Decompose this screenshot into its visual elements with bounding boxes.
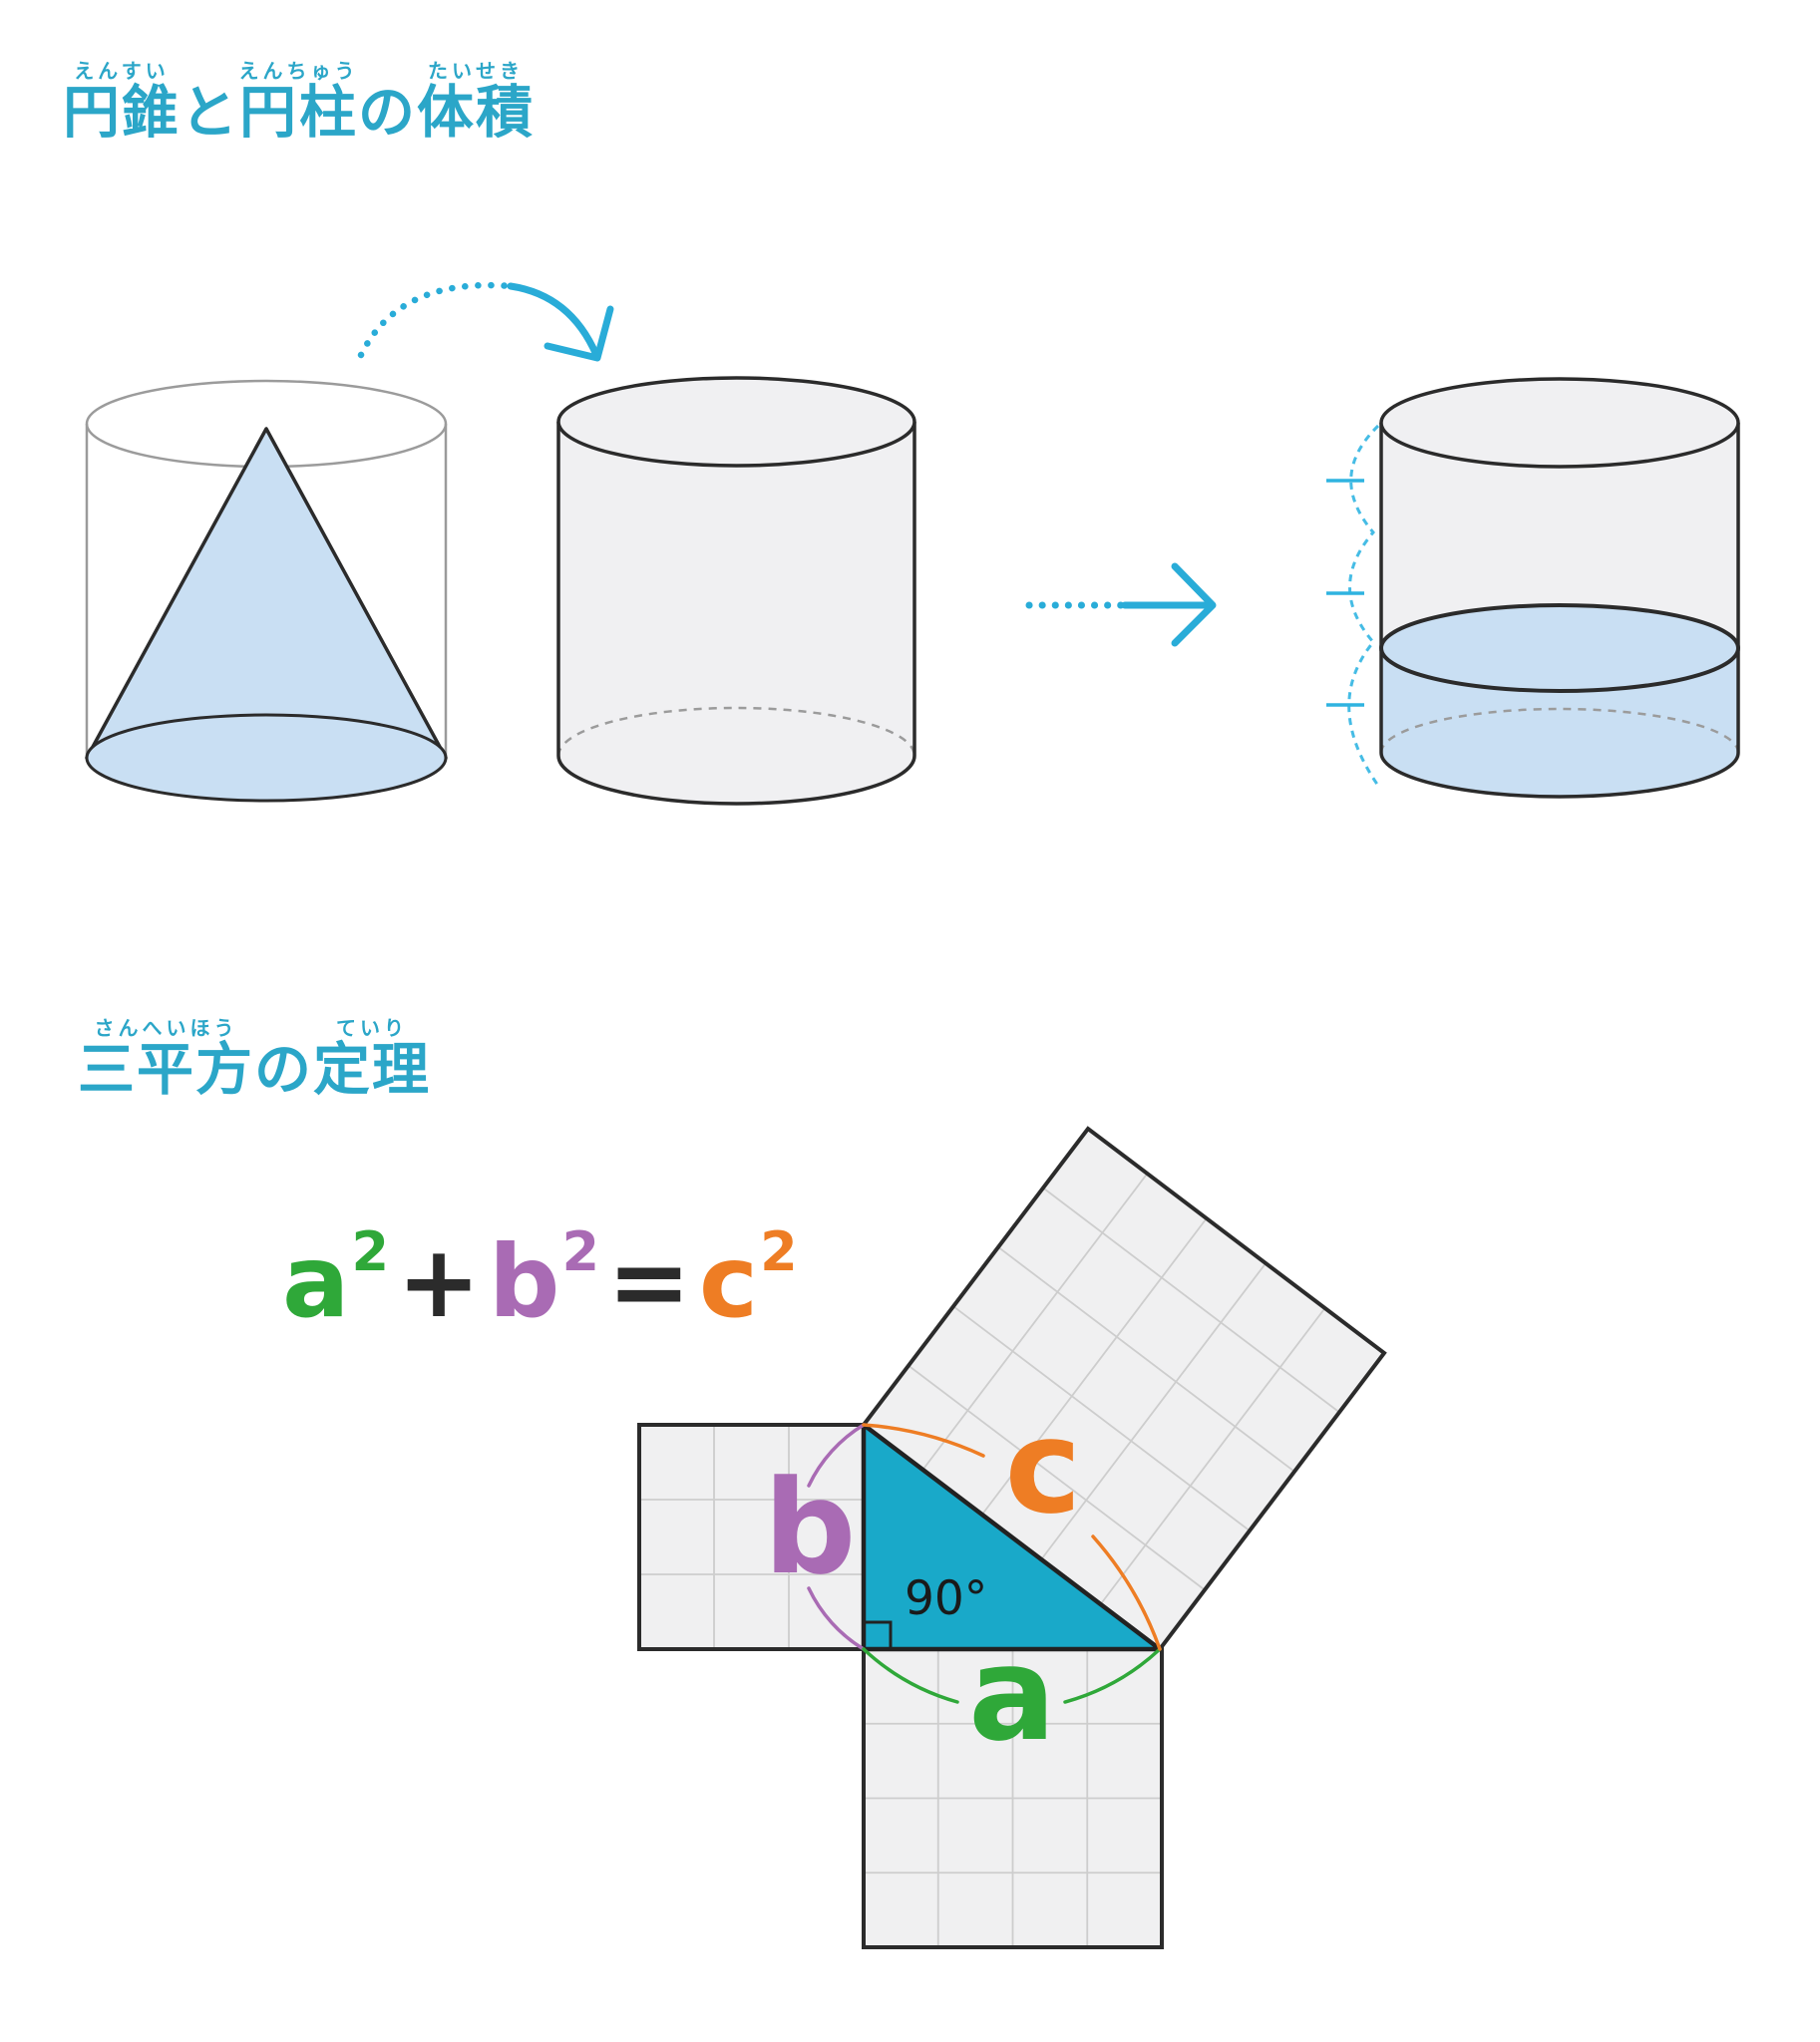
right-arrow-icon — [1025, 562, 1217, 647]
pythagoras-formula: a2+b2=c2 — [282, 1225, 798, 1332]
formula-plus: + — [397, 1223, 481, 1340]
side-label-b: b — [763, 1452, 856, 1603]
formula-equals: = — [607, 1223, 691, 1340]
c-square-fill — [864, 1129, 1384, 1649]
right-arrow-head — [1171, 562, 1217, 647]
cylinder-bottom-back-dashed — [1379, 707, 1740, 754]
curved-arrow-icon — [357, 281, 614, 362]
cone-base-ellipse — [85, 713, 448, 803]
title2-furigana-0: さんへいほう — [78, 1016, 254, 1040]
thirds-brace — [1326, 424, 1380, 787]
c-square-grid — [908, 1173, 1340, 1605]
title1-word-volume: 体積たいせき — [417, 59, 535, 146]
title1-furigana-0: えんすい — [63, 59, 181, 83]
formula-a-exponent: 2 — [351, 1220, 390, 1283]
formula-c: c — [698, 1223, 759, 1340]
arc-side-a — [862, 1647, 1162, 1704]
cylinder-bottom-back-dashed — [556, 706, 916, 757]
square-on-c — [861, 1126, 1387, 1652]
title2-base-2: 定理 — [313, 1037, 431, 1103]
water-surface-ellipse — [1379, 603, 1740, 693]
section1-title: 円錐えんすいと円柱えんちゅうの体積たいせき — [63, 59, 535, 142]
title2-furigana-2: ていり — [313, 1016, 431, 1040]
cylinder-outline — [1379, 423, 1740, 799]
title2-base-1: の — [254, 1037, 313, 1103]
cylinder-outline — [556, 422, 916, 806]
filled-cylinder-figure — [1379, 377, 1740, 799]
cone-in-cylinder-figure — [85, 379, 448, 803]
formula-b-exponent: 2 — [561, 1220, 600, 1283]
side-label-c: c — [1004, 1391, 1081, 1542]
square-on-a — [862, 1647, 1164, 1949]
side-label-a: a — [968, 1618, 1056, 1770]
title1-word-cylinder: 円柱えんちゅう — [238, 59, 359, 146]
right-triangle — [861, 1422, 1163, 1652]
curved-arrow-head — [544, 305, 614, 362]
title1-furigana-4: たいせき — [417, 59, 535, 83]
section2-title: 三平方さんへいほうの定理ていり — [78, 1016, 431, 1099]
title1-base-1: と — [181, 80, 239, 146]
cylinder-body-fill — [558, 422, 914, 805]
formula-c-exponent: 2 — [760, 1220, 798, 1283]
curved-arrow-dotted — [357, 281, 515, 359]
cone-body — [85, 427, 448, 760]
cylinder-top-ellipse — [1379, 377, 1740, 469]
side-arcs — [807, 1423, 1162, 1704]
b-square-grid — [639, 1425, 864, 1649]
cylinder-top-ellipse — [556, 376, 916, 468]
angle-label: 90° — [905, 1571, 987, 1626]
curved-arrow-solid — [507, 282, 600, 359]
right-angle-marker — [864, 1620, 893, 1649]
title1-base-4: 体積 — [417, 80, 535, 146]
title1-word-cone: 円錐えんすい — [63, 59, 181, 146]
title1-base-3: の — [358, 80, 417, 146]
arc-side-c — [862, 1423, 1162, 1651]
cylinder-figure — [556, 376, 916, 806]
title1-furigana-2: えんちゅう — [238, 59, 359, 83]
title2-word-teiri: 定理ていり — [313, 1016, 431, 1103]
formula-a: a — [282, 1223, 350, 1340]
title2-word-sanheihou: 三平方さんへいほう — [78, 1016, 254, 1103]
formula-b: b — [488, 1223, 560, 1340]
arc-side-b — [807, 1423, 866, 1651]
title1-base-2: 円柱 — [238, 80, 359, 146]
title1-base-0: 円錐 — [63, 80, 181, 146]
a-square-grid — [864, 1649, 1162, 1947]
b-square-fill — [639, 1425, 864, 1649]
title2-base-0: 三平方 — [78, 1037, 254, 1103]
